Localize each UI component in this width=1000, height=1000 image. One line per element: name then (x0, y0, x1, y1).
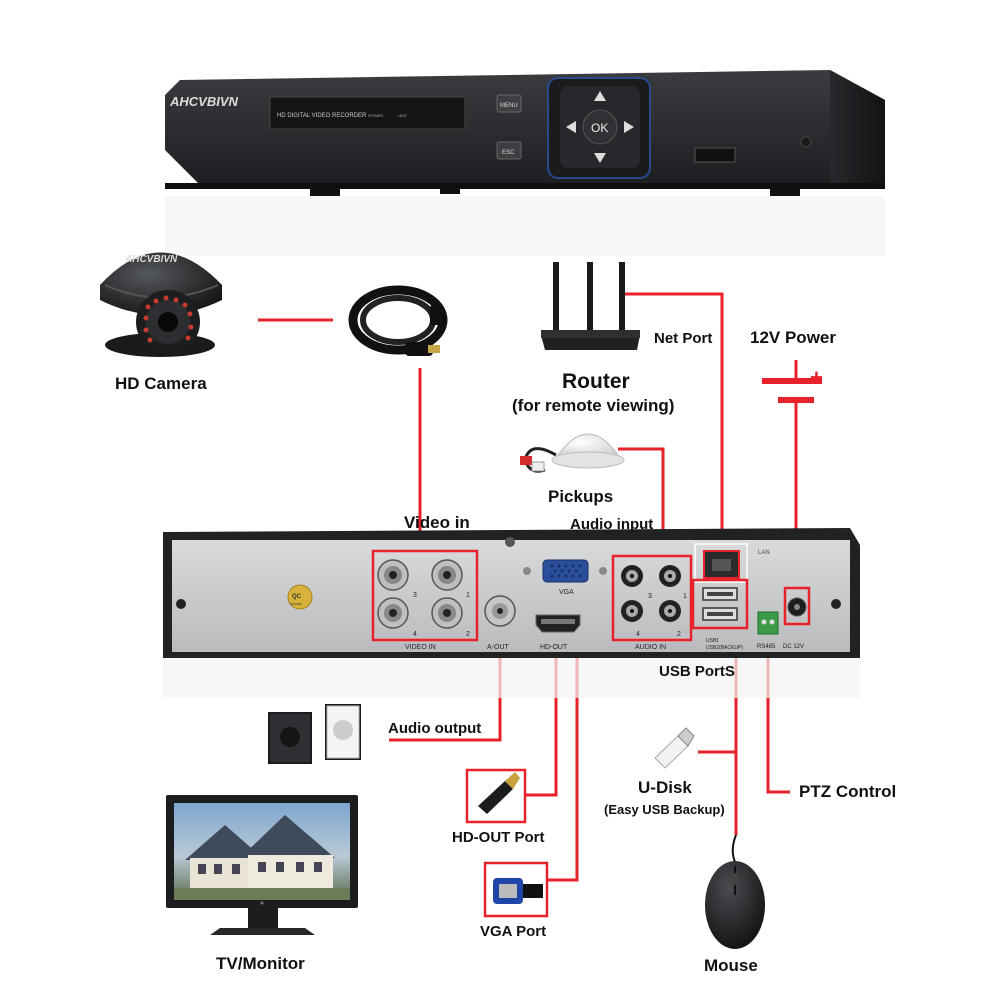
usb-ports-highlight (691, 578, 749, 630)
rca-connector[interactable] (659, 600, 681, 622)
camera-brand: AHCVBIVN (124, 254, 178, 265)
rca-connector[interactable] (621, 565, 643, 587)
audio-channel-label: 3 (648, 593, 652, 600)
up-arrow-icon[interactable] (594, 91, 606, 101)
bnc-connector[interactable] (377, 559, 409, 591)
pickup-microphone (520, 433, 625, 473)
bnc-cable-coil (348, 285, 448, 356)
bnc-connector[interactable] (431, 597, 463, 629)
qc-sticker (287, 584, 313, 610)
dvr-model-text: HD DIGITAL VIDEO RECORDER (277, 113, 367, 119)
hdmi-plug (465, 768, 527, 824)
tv-label: TV/Monitor (216, 954, 305, 973)
rca-connector[interactable] (621, 600, 643, 622)
router (541, 262, 640, 350)
video-in-label: Video in (404, 513, 470, 532)
panel-audio-in-label: AUDIO IN (635, 644, 666, 651)
audio-channel-label: 2 (677, 631, 681, 638)
mouse-label: Mouse (704, 956, 758, 975)
power-plus-sign: + (810, 365, 823, 390)
pickups-label: Pickups (548, 487, 614, 506)
menu-button-label: MENU (500, 103, 518, 109)
right-arrow-icon[interactable] (624, 121, 634, 133)
lan-outline (694, 543, 748, 583)
audio-in-highlight (611, 554, 693, 642)
panel-lan-label: LAN (758, 550, 770, 556)
menu-button[interactable] (496, 94, 522, 113)
mouse-device (705, 834, 765, 949)
net-port-label: Net Port (654, 330, 713, 347)
vga-port-label: VGA Port (480, 923, 547, 940)
left-arrow-icon[interactable] (566, 121, 576, 133)
ptz-label: PTZ Control (799, 782, 897, 801)
camera-label: HD Camera (115, 374, 207, 393)
dvr-brand: AHCVBIVN (169, 94, 239, 109)
bnc-connector[interactable] (377, 597, 409, 629)
a-out-connector[interactable] (484, 595, 516, 627)
vga-connector[interactable] (542, 559, 589, 583)
router-subtitle: (for remote viewing) (512, 396, 675, 415)
qc-sub-label: PASSED (290, 602, 303, 606)
dvr-rear-panel: QC PASSED 3 1 4 2 VIDEO IN A-OUT (163, 528, 860, 698)
rs485-terminal[interactable] (757, 611, 779, 635)
front-usb-slot (694, 147, 736, 163)
qc-label: QC (292, 594, 302, 600)
panel-rs485-label: RS485 (757, 644, 776, 650)
wires (258, 292, 798, 882)
audio-channel-label: 4 (636, 631, 640, 638)
hdout-port-label: HD-OUT Port (452, 829, 545, 846)
ok-button-label: OK (591, 121, 608, 135)
bnc-connector[interactable] (431, 559, 463, 591)
dvr-front-unit: AHCVBIVN HD DIGITAL VIDEO RECORDER POWER… (165, 70, 885, 256)
audio-output-label: Audio output (388, 720, 482, 737)
video-in-highlight (371, 549, 479, 642)
usb-ports-label: USB PortS (659, 663, 735, 680)
dome-camera: AHCVBIVN (100, 252, 222, 357)
panel-usb2-label: USB2(BACKUP) (706, 645, 743, 651)
dc-jack-highlight (783, 586, 811, 626)
udisk-label: U-Disk (638, 778, 692, 797)
panel-a-out-label: A-OUT (487, 644, 510, 651)
video-channel-label: 3 (413, 592, 417, 599)
down-arrow-icon[interactable] (594, 153, 606, 163)
udisk-sub-label: (Easy USB Backup) (604, 802, 725, 817)
panel-vga-label: VGA (559, 589, 574, 596)
tv-monitor (166, 795, 358, 935)
panel-video-in-label: VIDEO IN (405, 644, 436, 651)
audio-input-label: Audio input (570, 516, 654, 533)
rca-connector[interactable] (659, 565, 681, 587)
audio-channel-label: 1 (683, 593, 687, 600)
usb-stick (654, 727, 695, 769)
video-channel-label: 1 (466, 592, 470, 599)
speakers (268, 704, 361, 764)
esc-button[interactable] (496, 141, 522, 160)
dvr-power-label: POWER (368, 113, 383, 118)
panel-hd-out-label: HD-OUT (540, 644, 568, 651)
dc-power-icon: + (762, 360, 823, 432)
esc-button-label: ESC (502, 150, 515, 156)
panel-usb1-label: USB1 (706, 638, 719, 644)
panel-dc12v-label: DC 12V (783, 644, 804, 650)
video-channel-label: 2 (466, 631, 470, 638)
power-label: 12V Power (750, 328, 836, 347)
vga-plug (483, 861, 549, 918)
video-channel-label: 4 (413, 631, 417, 638)
ok-button[interactable] (582, 109, 618, 145)
router-title: Router (562, 370, 630, 393)
dvr-hdd-label: HDD (398, 113, 407, 118)
